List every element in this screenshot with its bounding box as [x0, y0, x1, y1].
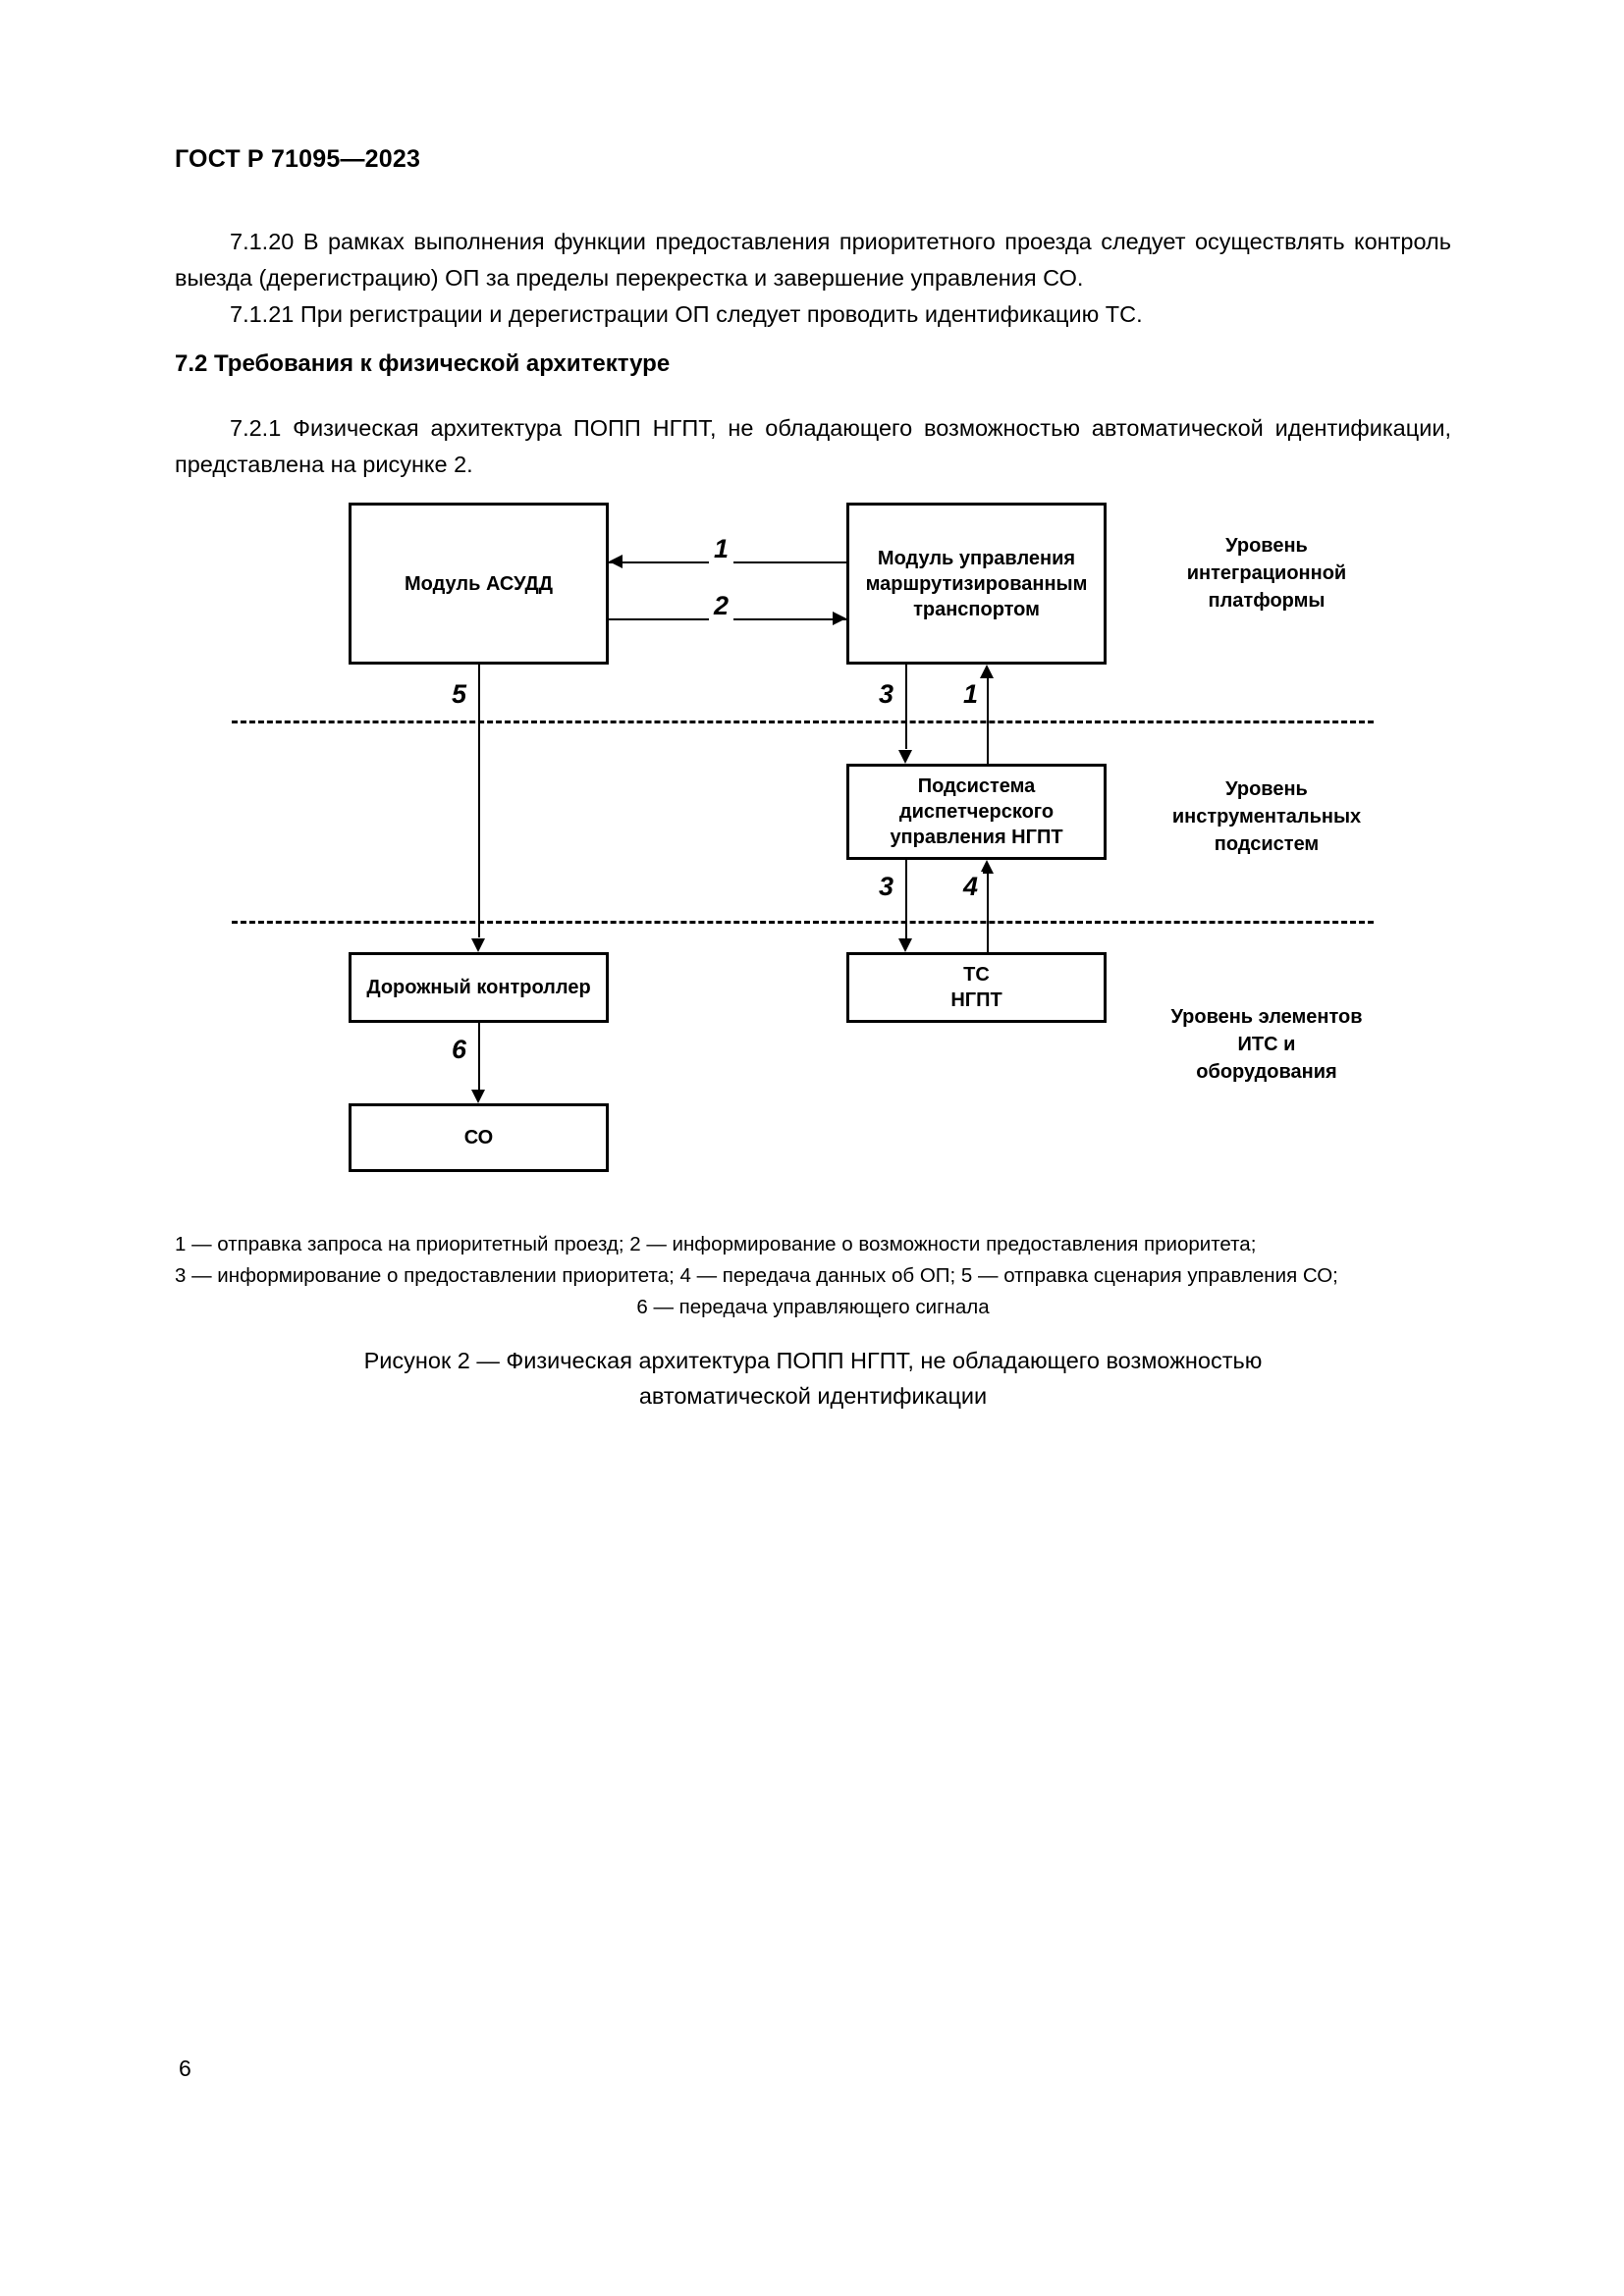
- box-label-marshrut: Модуль управления маршрутизированным тра…: [866, 546, 1088, 622]
- edge-3-upper-arrowhead: [898, 750, 912, 764]
- diagram-box-ts-ngpt: ТС НГПТ: [846, 952, 1107, 1023]
- diagram-box-road-controller: Дорожный контроллер: [349, 952, 609, 1023]
- figure-legend-line-3: 6 — передача управляющего сигнала: [636, 1296, 990, 1318]
- edge-1-arrowhead: [609, 555, 623, 568]
- edge-4-lower-label: 4: [958, 872, 984, 901]
- edge-5-line: [478, 665, 480, 937]
- page-number: 6: [179, 2056, 191, 2081]
- figure-caption: Рисунок 2 — Физическая архитектура ПОПП …: [175, 1343, 1451, 1414]
- box-label-dorozhny: Дорожный контроллер: [366, 977, 591, 998]
- box-label-marshrut-line2: маршрутизированным: [865, 572, 1088, 595]
- level-elements-line3: оборудования: [1196, 1061, 1337, 1083]
- edge-2-arrowhead: [833, 612, 846, 625]
- edge-3-lower-arrowhead: [898, 938, 912, 952]
- figure-legend: 1 — отправка запроса на приоритетный про…: [175, 1229, 1451, 1323]
- level-integration-line2: интеграционной: [1186, 562, 1347, 584]
- edge-6-label: 6: [447, 1035, 472, 1064]
- edge-5-label: 5: [447, 679, 472, 709]
- level-instrument-line1: Уровень: [1225, 778, 1308, 800]
- figure-2-diagram: Модуль АСУДД Модуль управления маршрутиз…: [0, 481, 1624, 1207]
- box-label-dispatch-line3: управления НГПТ: [890, 827, 1063, 848]
- heading-7-2: 7.2 Требования к физической архитектуре: [175, 350, 671, 377]
- figure-legend-line-1: 1 — отправка запроса на приоритетный про…: [175, 1233, 1257, 1255]
- level-integration-line1: Уровень: [1225, 535, 1308, 557]
- box-label-dispatch: Подсистема диспетчерского управления НГП…: [890, 774, 1062, 850]
- level-instrument-line3: подсистем: [1214, 833, 1320, 855]
- box-label-ts-ngpt-line1: ТС: [963, 964, 990, 986]
- level-instrument-line2: инструментальных: [1171, 806, 1362, 828]
- edge-3-lower-label: 3: [874, 872, 899, 901]
- edge-6-arrowhead: [471, 1090, 485, 1103]
- level-separator-lower: [232, 921, 1374, 924]
- clause-7-2-1: 7.2.1 Физическая архитектура ПОПП НГПТ, …: [175, 415, 1451, 477]
- edge-4-lower-line: [987, 873, 989, 952]
- level-label-instrumental-subsystems: Уровень инструментальных подсистем: [1134, 775, 1399, 858]
- figure-caption-line-1: Рисунок 2 — Физическая архитектура ПОПП …: [363, 1348, 1263, 1373]
- clause-7-1-21: 7.1.21 При регистрации и дерегистрации О…: [230, 301, 1143, 327]
- level-elements-line1: Уровень элементов: [1170, 1006, 1363, 1028]
- diagram-box-so: СО: [349, 1103, 609, 1172]
- edge-3-upper-line: [905, 665, 907, 749]
- level-label-its-elements: Уровень элементов ИТС и оборудования: [1134, 1003, 1399, 1086]
- figure-caption-line-2: автоматической идентификации: [638, 1383, 988, 1409]
- edge-4-lower-arrowhead: [980, 860, 994, 874]
- level-separator-upper: [232, 721, 1374, 723]
- box-label-so: СО: [463, 1127, 494, 1148]
- box-label-marshrut-line1: Модуль управления: [877, 547, 1076, 569]
- box-label-asudd: Модуль АСУДД: [404, 572, 553, 595]
- edge-3-upper-label: 3: [874, 679, 899, 709]
- edge-1-upper-label: 1: [958, 679, 984, 709]
- box-label-dispatch-line1: Подсистема: [917, 775, 1036, 797]
- box-label-ts-ngpt: ТС НГПТ: [950, 962, 1001, 1013]
- edge-2-label: 2: [709, 591, 734, 620]
- box-label-ts-ngpt-line2: НГПТ: [950, 989, 1002, 1011]
- running-head: ГОСТ Р 71095—2023: [175, 145, 421, 173]
- level-elements-line2: ИТС и: [1237, 1034, 1296, 1055]
- level-label-integration-platform: Уровень интеграционной платформы: [1134, 532, 1399, 614]
- edge-1-upper-arrowhead: [980, 665, 994, 678]
- box-label-dispatch-line2: диспетчерского: [898, 801, 1055, 823]
- diagram-box-route-transport-control-module: Модуль управления маршрутизированным тра…: [846, 503, 1107, 665]
- box-label-marshrut-line3: транспортом: [913, 598, 1040, 620]
- clause-7-1-20: 7.1.20 В рамках выполнения функции предо…: [175, 229, 1451, 291]
- edge-6-line: [478, 1023, 480, 1090]
- diagram-box-asudd: Модуль АСУДД: [349, 503, 609, 665]
- edge-3-lower-line: [905, 860, 907, 938]
- figure-legend-line-2: 3 — информирование о предоставлении прио…: [175, 1264, 1338, 1287]
- edge-1-upper-line: [987, 677, 989, 764]
- edge-1-label: 1: [709, 534, 734, 563]
- level-integration-line3: платформы: [1208, 590, 1326, 612]
- diagram-box-dispatch-subsystem: Подсистема диспетчерского управления НГП…: [846, 764, 1107, 860]
- edge-5-arrowhead: [471, 938, 485, 952]
